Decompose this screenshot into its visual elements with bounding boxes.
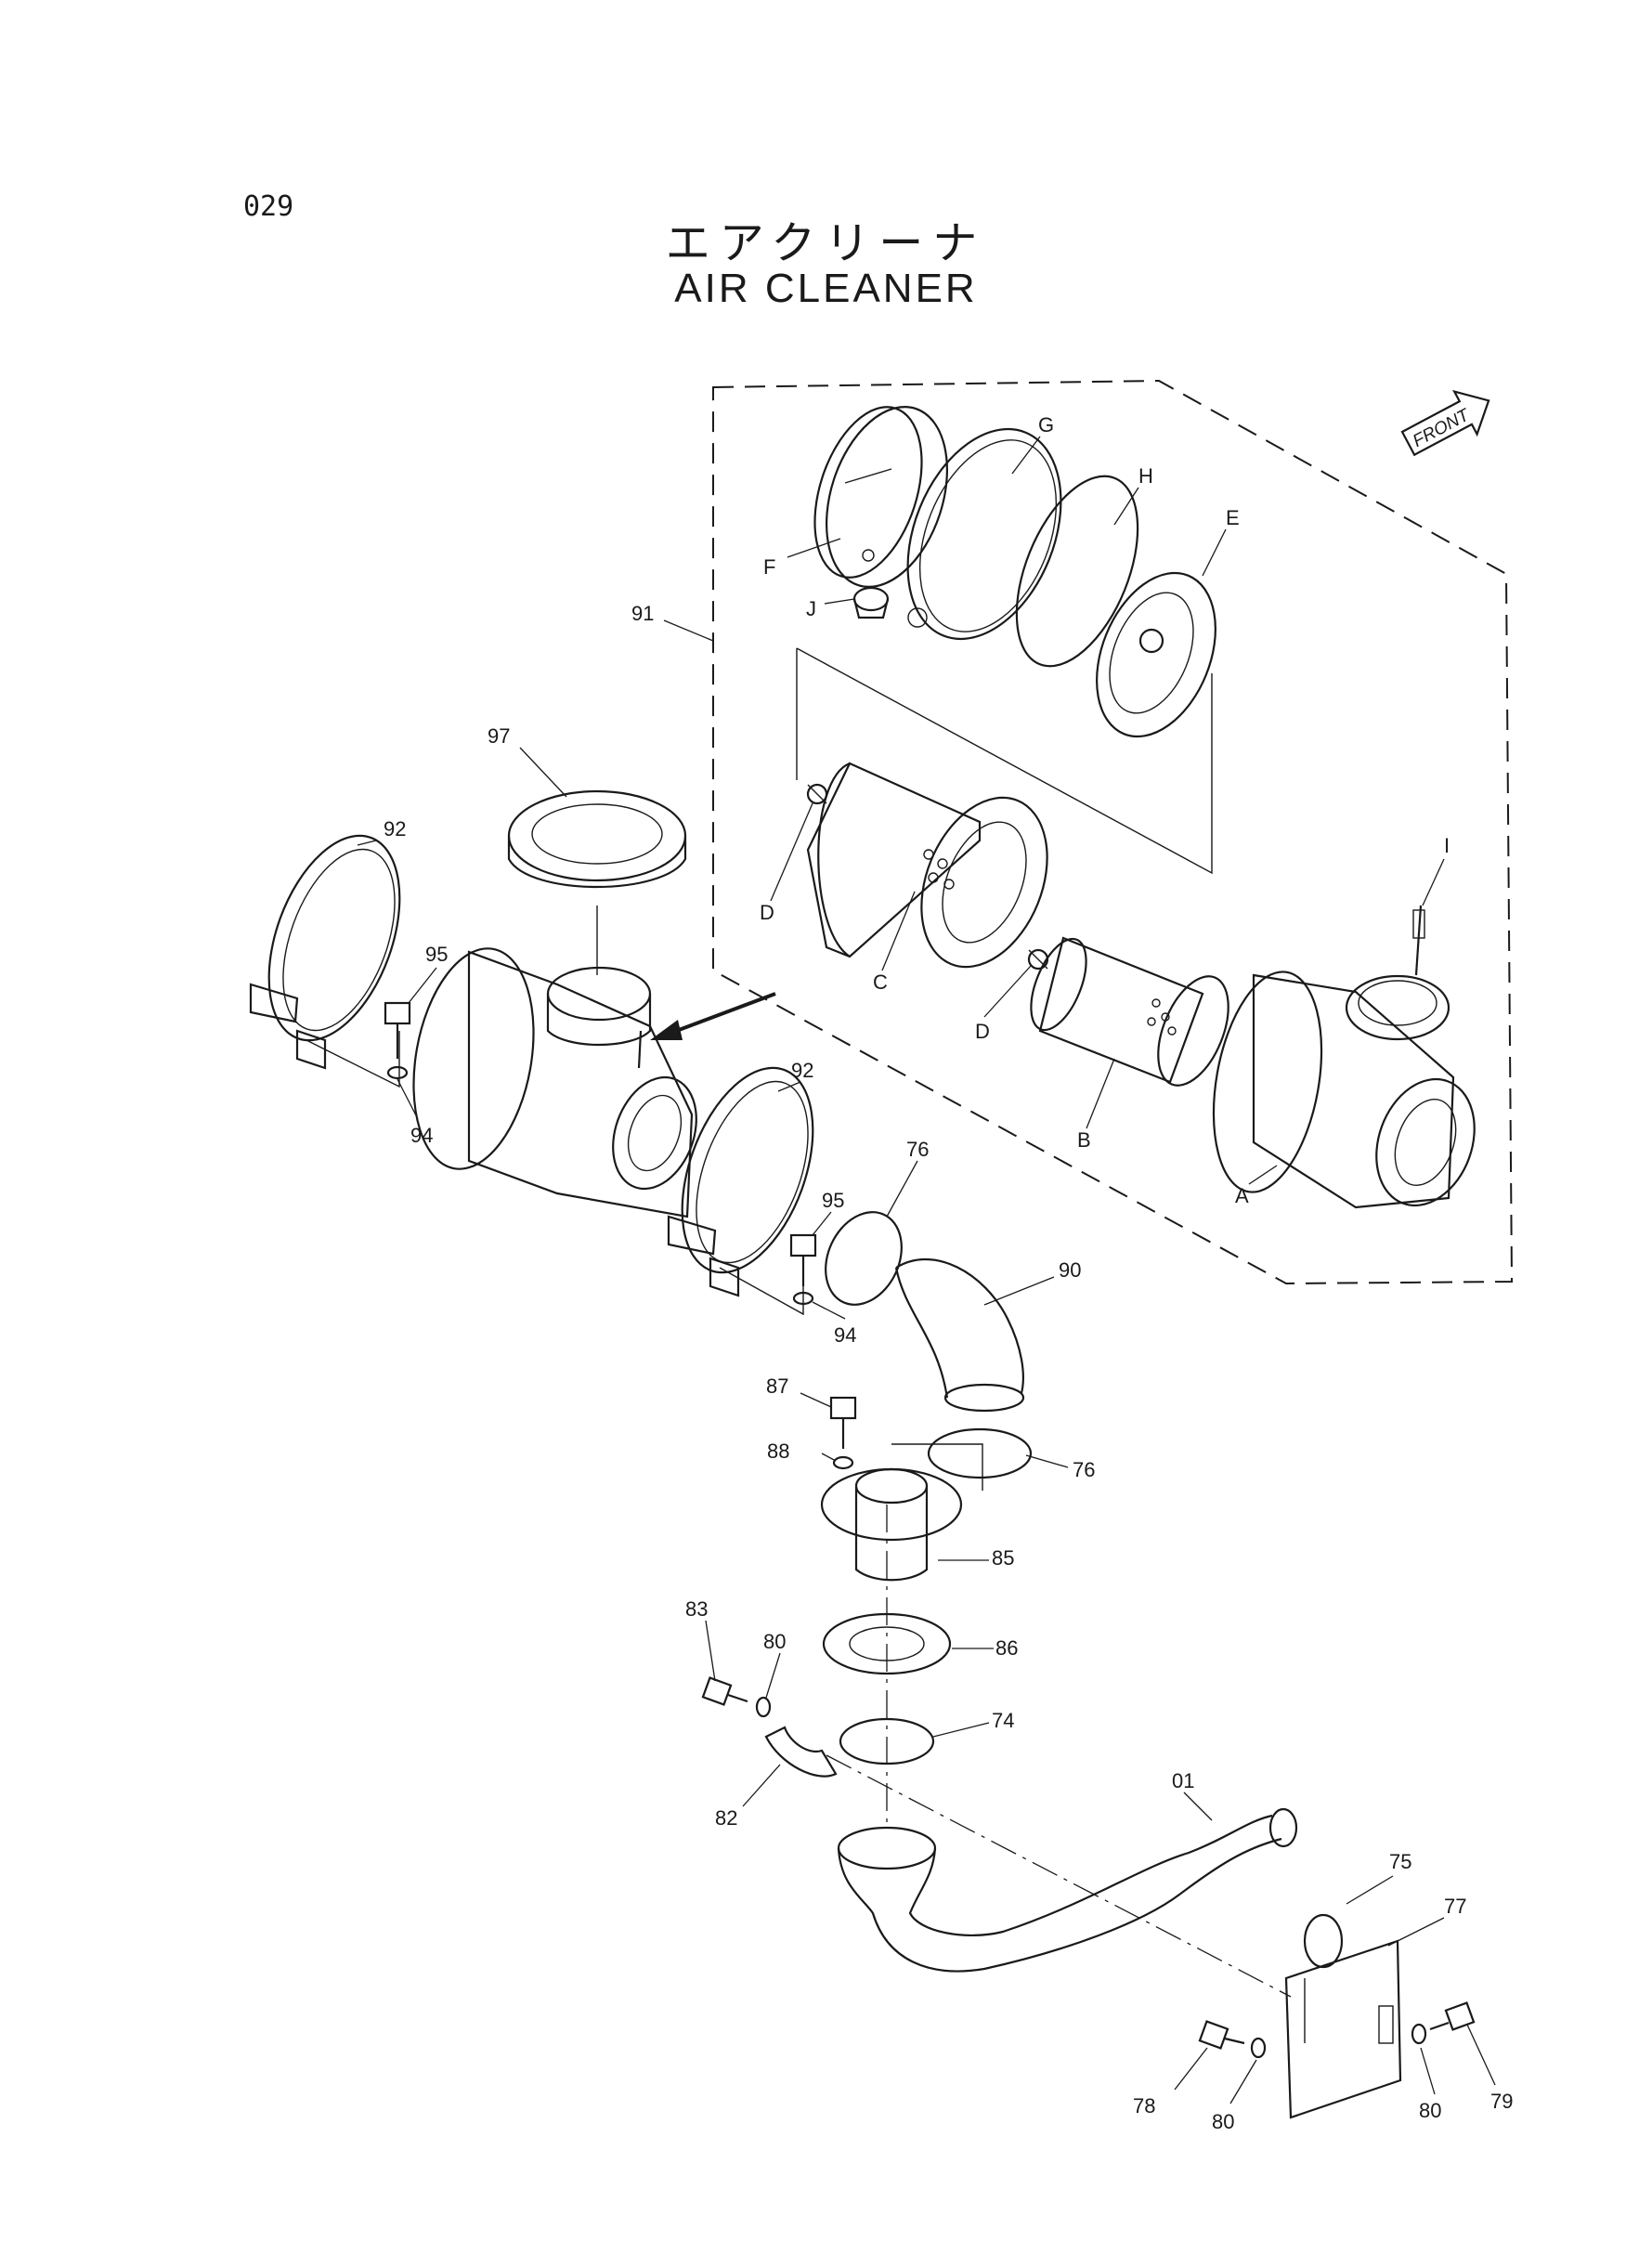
callout-85: 85 xyxy=(992,1546,1014,1570)
part-82-clip-bracket xyxy=(764,1726,838,1778)
callout-01: 01 xyxy=(1172,1769,1194,1792)
callout-95-right: 95 xyxy=(822,1189,844,1212)
part-85-flange-adapter xyxy=(820,1467,963,1582)
part-95-bolt-right xyxy=(789,1233,817,1286)
part-h-o-ring xyxy=(1015,475,1139,668)
part-94-washer-right xyxy=(792,1291,814,1306)
callout-77: 77 xyxy=(1444,1895,1466,1918)
part-e-end-cap xyxy=(1096,571,1216,738)
part-92-mounting-band-right xyxy=(667,1066,814,1297)
part-78-bolt xyxy=(1198,2020,1245,2050)
callout-83: 83 xyxy=(685,1597,708,1621)
callout-88: 88 xyxy=(767,1440,789,1463)
part-d-wing-nut-upper xyxy=(806,783,828,805)
part-a-housing xyxy=(1212,971,1476,1209)
band-bolt-bracket-line xyxy=(306,1031,400,1088)
part-b-inner-element xyxy=(1030,936,1229,1087)
leader-lines xyxy=(357,436,1496,2104)
assembly-91-boundary xyxy=(712,379,1514,1285)
callout-91: 91 xyxy=(631,602,654,625)
title-japanese: エアクリーナ xyxy=(665,217,987,269)
part-97-rain-cap xyxy=(507,789,687,889)
assembly-bracket-line xyxy=(796,647,1213,875)
callout-86: 86 xyxy=(995,1636,1018,1660)
part-80-washer-right xyxy=(1411,2023,1427,2045)
callout-j: J xyxy=(806,597,816,620)
callout-c: C xyxy=(873,971,888,994)
callout-80-lower-right: 80 xyxy=(1419,2099,1441,2122)
callout-80-upper: 80 xyxy=(763,1630,786,1653)
callout-76-lower: 76 xyxy=(1073,1458,1095,1481)
part-94-washer-left xyxy=(386,1065,409,1080)
callout-82: 82 xyxy=(715,1806,737,1830)
part-01-intake-pipe xyxy=(837,1807,1298,1973)
callout-g: G xyxy=(1038,413,1054,436)
page-number: 029 xyxy=(243,190,294,223)
part-77-bracket-plate xyxy=(1284,1939,1402,2119)
part-95-bolt-left xyxy=(384,1001,411,1059)
callout-87: 87 xyxy=(766,1375,788,1398)
front-arrow-icon: FRONT xyxy=(1400,389,1490,457)
callout-h: H xyxy=(1138,464,1153,488)
center-line-diagonal xyxy=(826,1754,1292,1998)
callout-78: 78 xyxy=(1133,2094,1155,2117)
callout-95-left: 95 xyxy=(425,943,448,966)
part-83-bolt xyxy=(701,1676,748,1706)
callout-d-upper: D xyxy=(760,901,774,924)
callout-labels: 91 F G H E J 97 92 95 94 D C D B I A 92 … xyxy=(384,413,1513,2133)
part-d-wing-nut-lower xyxy=(1027,948,1049,971)
part-i-indicator xyxy=(1412,905,1425,976)
part-79-bolt xyxy=(1429,2001,1476,2031)
callout-92-lower: 92 xyxy=(791,1059,813,1082)
callout-a: A xyxy=(1235,1184,1249,1207)
part-88-washer xyxy=(832,1455,854,1470)
part-80-washer-upper xyxy=(755,1696,772,1718)
part-j-valve xyxy=(852,586,890,619)
callout-f: F xyxy=(763,555,775,579)
part-92-mounting-band-left xyxy=(249,834,401,1070)
callout-75: 75 xyxy=(1389,1850,1411,1873)
part-76-hose-clamp-lower xyxy=(927,1427,1033,1479)
part-g-clamp-ring xyxy=(906,427,1062,641)
part-75-clamp xyxy=(1303,1913,1344,1969)
part-f-cover xyxy=(813,406,948,588)
callout-b: B xyxy=(1077,1128,1091,1152)
callout-97: 97 xyxy=(488,724,510,748)
assembly-direction-arrow-icon xyxy=(650,992,776,1040)
part-90-elbow-hose xyxy=(894,1257,1025,1413)
part-87-bolt xyxy=(829,1396,857,1449)
callout-79: 79 xyxy=(1490,2090,1513,2113)
callout-90: 90 xyxy=(1059,1258,1081,1282)
callout-e: E xyxy=(1226,506,1240,529)
callout-76-upper: 76 xyxy=(906,1138,929,1161)
installed-air-cleaner-housing xyxy=(412,947,697,1218)
elbow-guide-line xyxy=(891,1443,983,1491)
part-c-outer-element xyxy=(806,762,1048,969)
callout-d-lower: D xyxy=(975,1020,990,1043)
title-english: AIR CLEANER xyxy=(674,266,978,311)
part-76-hose-clamp-upper xyxy=(825,1211,903,1306)
callout-i: I xyxy=(1444,834,1450,857)
callout-92-upper: 92 xyxy=(384,817,406,840)
callout-94-left: 94 xyxy=(410,1124,433,1147)
part-80-washer-left xyxy=(1250,2037,1267,2059)
callout-80-lower-left: 80 xyxy=(1212,2110,1234,2133)
callout-74: 74 xyxy=(992,1709,1014,1732)
callout-94-right: 94 xyxy=(834,1323,856,1347)
